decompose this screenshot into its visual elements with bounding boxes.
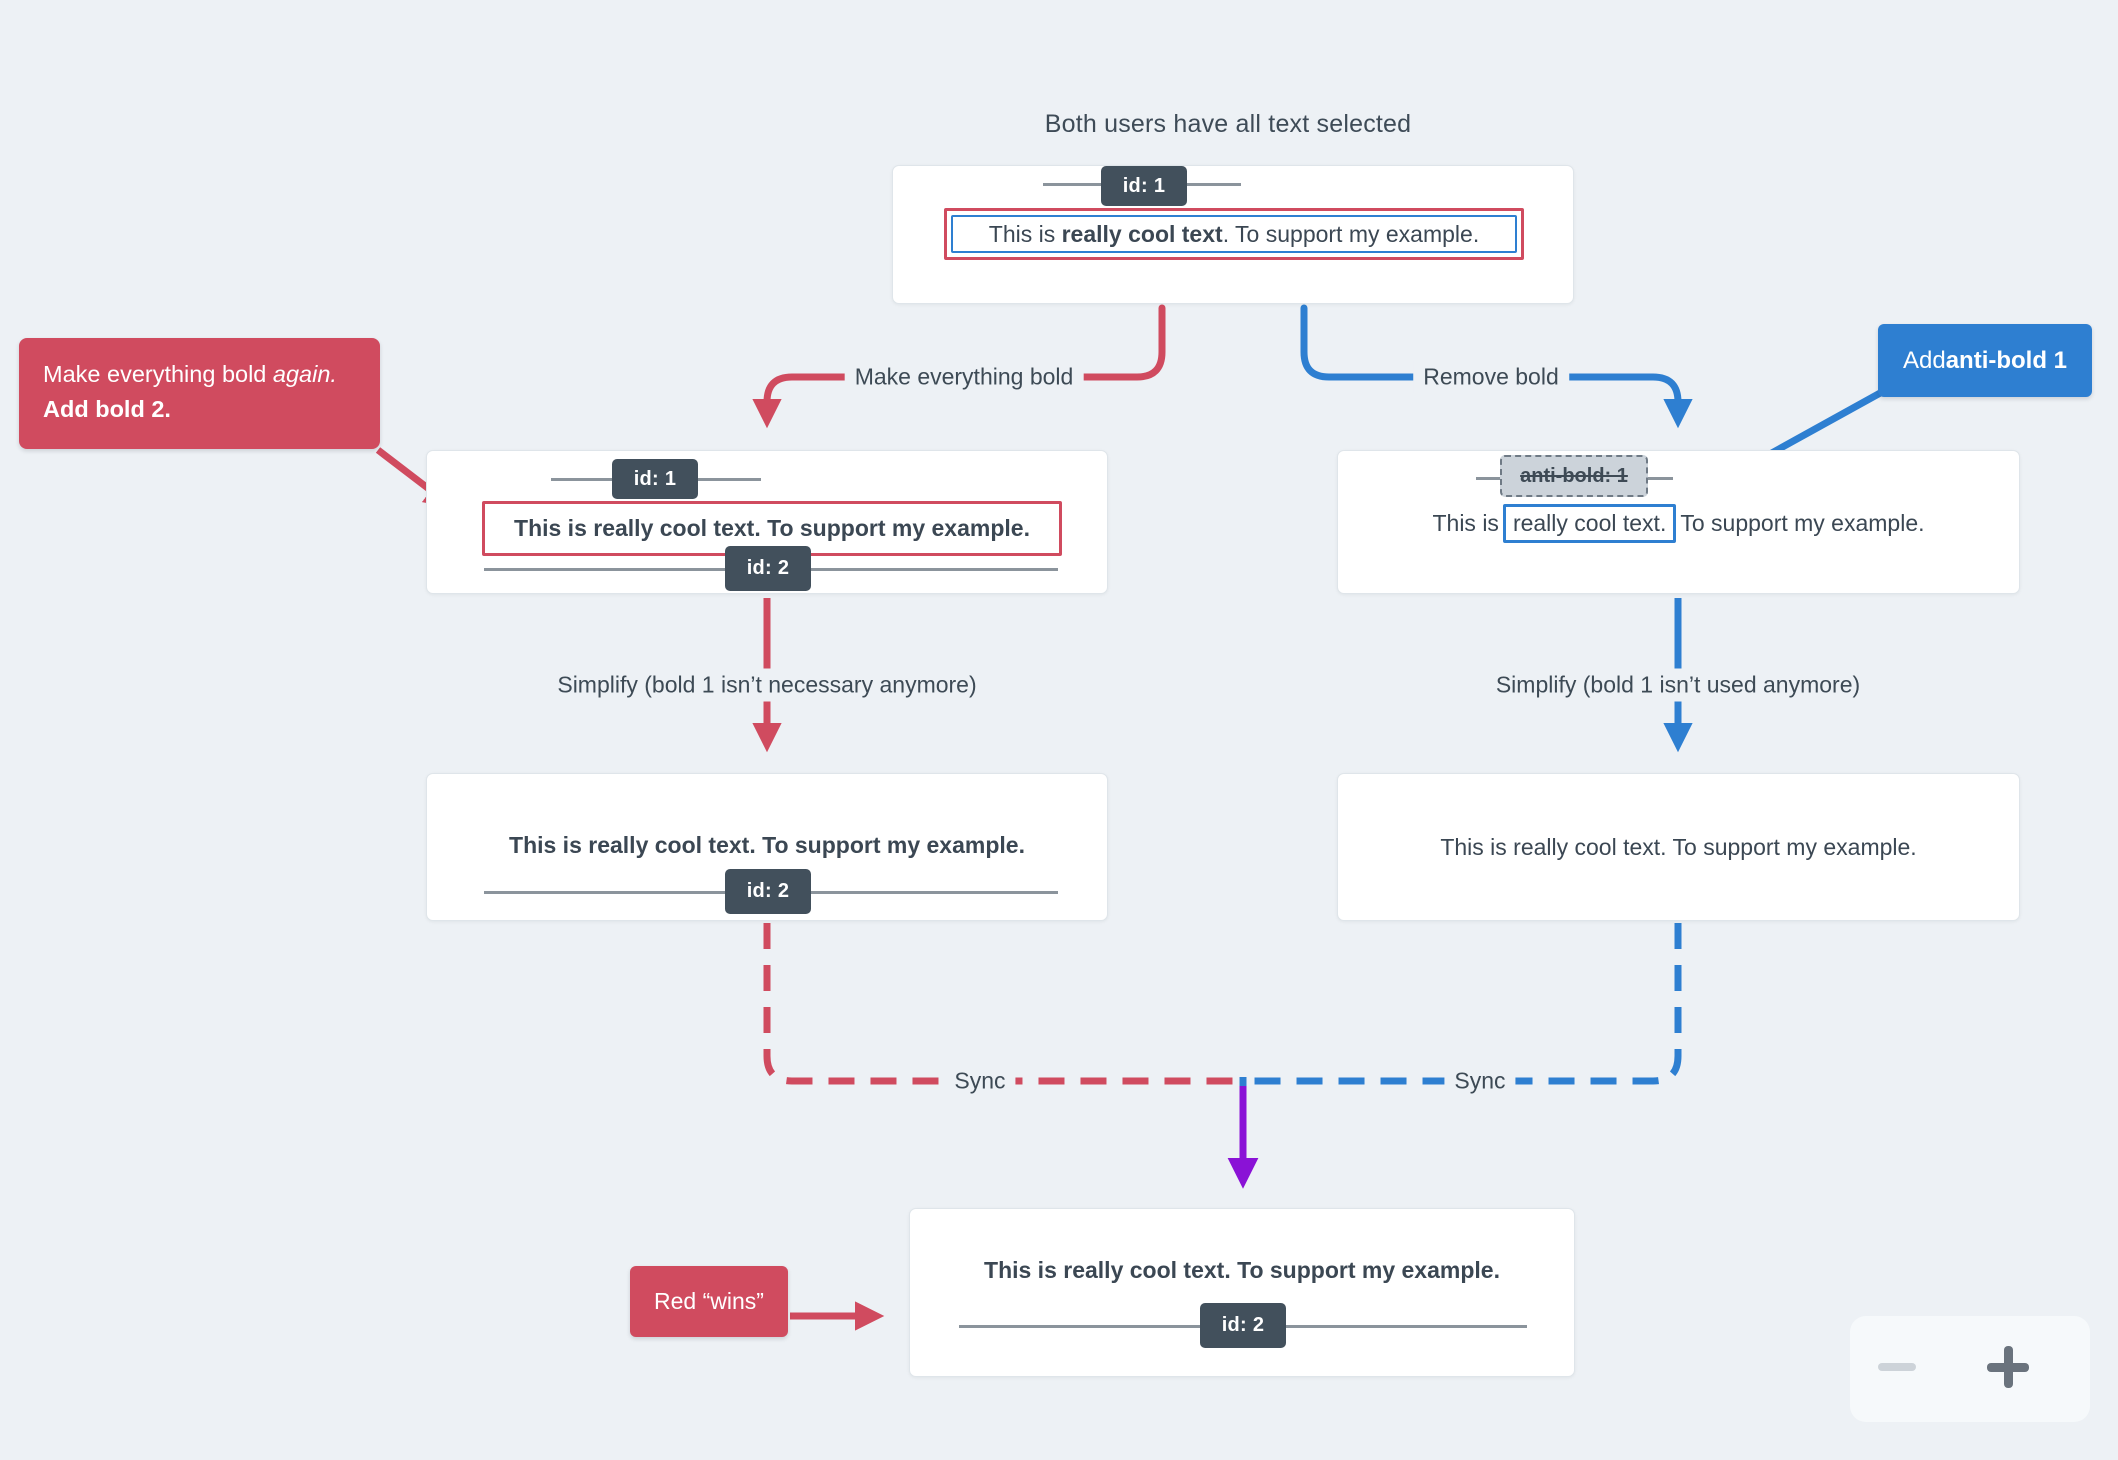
sentence: This is really cool text. To support my … — [1440, 834, 1917, 860]
sentence: This is really cool text. To support my … — [514, 515, 1030, 541]
id-tag: id: 2 — [725, 869, 811, 914]
card-merged[interactable]: This is really cool text. To support my … — [909, 1208, 1575, 1377]
zoom-in-button[interactable] — [1980, 1345, 2036, 1389]
edge-label-remove-bold: Remove bold — [1413, 360, 1569, 394]
id-tag-top: id: 1 — [612, 459, 698, 499]
anti-bold-tag: anti-bold: 1 — [1500, 455, 1648, 497]
edge-label-simplify-blue: Simplify (bold 1 isn’t used anymore) — [1485, 668, 1871, 702]
zoom-controls-panel — [1850, 1316, 2090, 1422]
card-origin[interactable]: id: 1 This is really cool text. To suppo… — [892, 165, 1574, 304]
edge-label-sync-red: Sync — [944, 1064, 1016, 1098]
diagram-title: Both users have all text selected — [1044, 110, 1412, 138]
callout-red-wins[interactable]: Red “wins” — [630, 1266, 788, 1337]
callout-red-note[interactable]: Make everything bold again. Add bold 2. — [19, 338, 380, 449]
edge-sync-red — [763, 923, 1236, 1085]
callout-blue-note[interactable]: Add anti-bold 1 — [1878, 324, 2092, 397]
edge-label-make-bold: Make everything bold — [844, 360, 1084, 394]
zoom-out-button[interactable] — [1869, 1345, 1925, 1389]
callout-red-note-line2: Add bold 2. — [43, 396, 171, 422]
sentence: This is really cool text. To support my … — [988, 220, 1480, 247]
minus-icon — [1878, 1363, 1916, 1371]
edge-label-sync-blue: Sync — [1444, 1064, 1516, 1098]
sentence: This is really cool text. To support my … — [984, 1257, 1500, 1283]
id-tag: id: 2 — [1200, 1303, 1286, 1348]
card-red-edited[interactable]: id: 1 This is really cool text. To suppo… — [426, 450, 1108, 594]
card-blue-simplified[interactable]: This is really cool text. To support my … — [1337, 773, 2020, 921]
id-tag: id: 1 — [1101, 166, 1187, 206]
edge-sync-blue — [1252, 923, 1682, 1085]
edge-label-simplify-red: Simplify (bold 1 isn’t necessary anymore… — [547, 668, 987, 702]
blue-selection-box: really cool text. — [1502, 503, 1677, 543]
plus-icon — [1987, 1346, 2029, 1388]
callout-red-note-line1: Make everything bold again. — [43, 361, 337, 387]
card-red-simplified[interactable]: This is really cool text. To support my … — [426, 773, 1108, 921]
red-selection-box: This is really cool text. To support my … — [944, 208, 1524, 260]
id-tag-bottom: id: 2 — [725, 546, 811, 591]
sentence: This is really cool text. To support my … — [509, 832, 1025, 858]
blue-selection-box — [951, 215, 1517, 253]
